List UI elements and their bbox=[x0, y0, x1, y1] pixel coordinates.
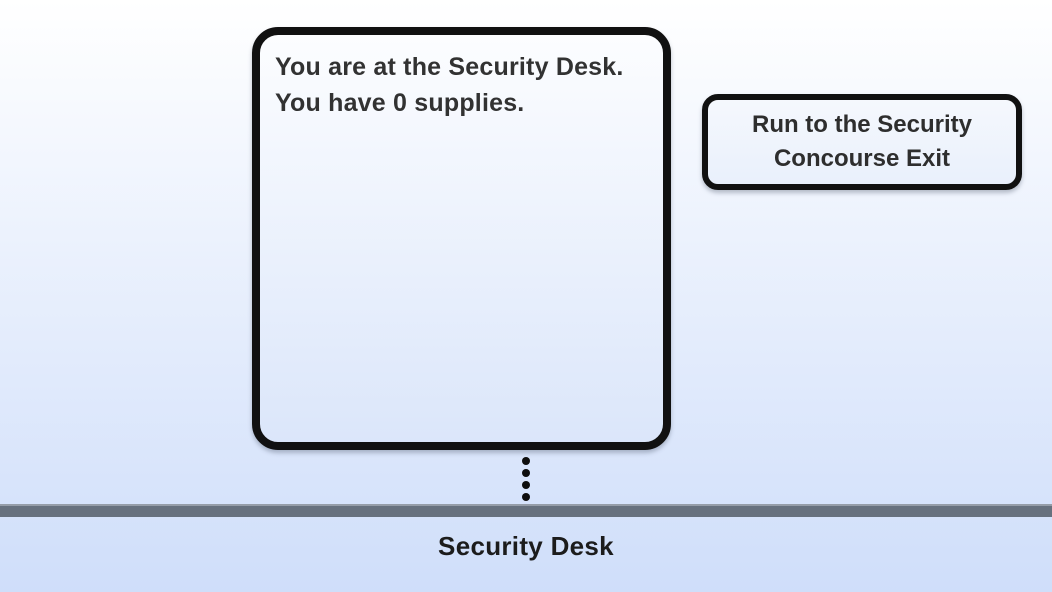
dotted-connector bbox=[0, 457, 1052, 501]
location-label: Security Desk bbox=[438, 531, 614, 561]
narration-line-2: You have 0 supplies. bbox=[275, 89, 525, 117]
connector-dot bbox=[522, 457, 530, 465]
action-button-label-line-1: Run to the Security bbox=[751, 111, 973, 138]
narration-line-1: You are at the Security Desk. bbox=[275, 53, 624, 81]
floor-divider-bar bbox=[0, 504, 1052, 517]
connector-dot bbox=[522, 481, 530, 489]
connector-dot bbox=[522, 493, 530, 501]
connector-dot bbox=[522, 469, 530, 477]
action-button-label-line-2: Concourse Exit bbox=[773, 145, 951, 172]
narration-panel: You are at the Security Desk. You have 0… bbox=[252, 27, 671, 450]
run-to-security-concourse-exit-button[interactable]: Run to the Security Concourse Exit bbox=[702, 94, 1022, 190]
